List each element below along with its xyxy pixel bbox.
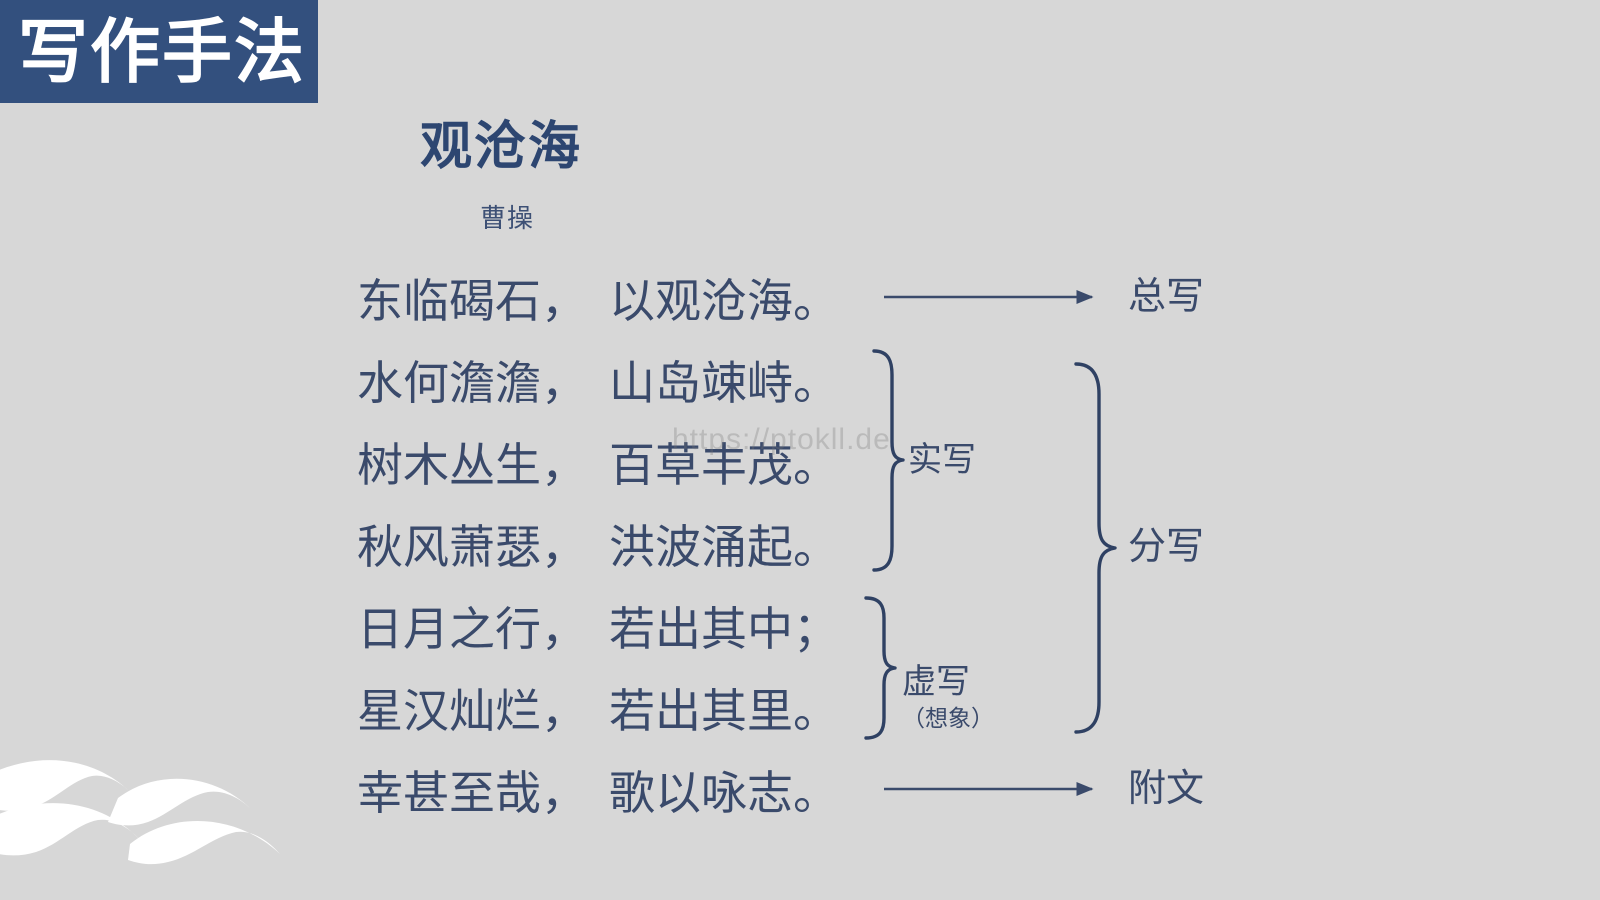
poem-line-second-half: 山岛竦峙。 bbox=[609, 357, 839, 409]
annotation-appendix-label: 附文 bbox=[1128, 768, 1205, 810]
poem-line-second-half: 以观沧海。 bbox=[609, 275, 839, 327]
poem-line: 日月之行， 若出其中； bbox=[357, 588, 877, 670]
poem-author: 曹操 bbox=[480, 203, 535, 233]
poem-line: 水何澹澹， 山岛竦峙。 bbox=[357, 342, 877, 424]
brace-real bbox=[872, 349, 905, 572]
poem-body: 东临碣石， 以观沧海。 水何澹澹， 山岛竦峙。 树木丛生， 百草丰茂。 秋风萧瑟… bbox=[357, 260, 877, 834]
poem-line-first-half: 星汉灿烂， bbox=[357, 685, 587, 737]
annotation-overall-label: 总写 bbox=[1128, 276, 1205, 318]
annotation-imaginary-label: 虚写 bbox=[902, 663, 970, 701]
poem-line-first-half: 幸甚至哉， bbox=[357, 767, 587, 819]
poem-line-second-half: 百草丰茂。 bbox=[609, 439, 839, 491]
header-banner-title: 写作手法 bbox=[18, 12, 306, 91]
poem-line-first-half: 日月之行， bbox=[357, 603, 587, 655]
annotation-real-label: 实写 bbox=[908, 441, 976, 479]
annotation-split-label: 分写 bbox=[1128, 526, 1205, 568]
header-banner: 写作手法 bbox=[0, 0, 318, 103]
poem-line: 秋风萧瑟， 洪波涌起。 bbox=[357, 506, 877, 588]
poem-line-first-half: 树木丛生， bbox=[357, 439, 587, 491]
poem-line: 星汉灿烂， 若出其里。 bbox=[357, 670, 877, 752]
poem-line: 东临碣石， 以观沧海。 bbox=[357, 260, 877, 342]
poem-line-first-half: 秋风萧瑟， bbox=[357, 521, 587, 573]
watermark-text: https://ptokll.de bbox=[672, 423, 891, 456]
poem-line: 树木丛生， 百草丰茂。 bbox=[357, 424, 877, 506]
poem-line-second-half: 若出其里。 bbox=[609, 685, 839, 737]
poem-line-first-half: 东临碣石， bbox=[357, 275, 587, 327]
poem-line-second-half: 歌以咏志。 bbox=[609, 767, 839, 819]
poem-line: 幸甚至哉， 歌以咏志。 bbox=[357, 752, 877, 834]
annotation-imaginary-note: （想象） bbox=[902, 705, 994, 731]
wave-ornament-icon bbox=[0, 760, 280, 865]
poem-line-first-half: 水何澹澹， bbox=[357, 357, 587, 409]
poem-line-second-half: 洪波涌起。 bbox=[609, 521, 839, 573]
brace-split bbox=[1074, 362, 1117, 734]
poem-title: 观沧海 bbox=[420, 118, 583, 176]
poem-line-second-half: 若出其中； bbox=[609, 603, 839, 655]
